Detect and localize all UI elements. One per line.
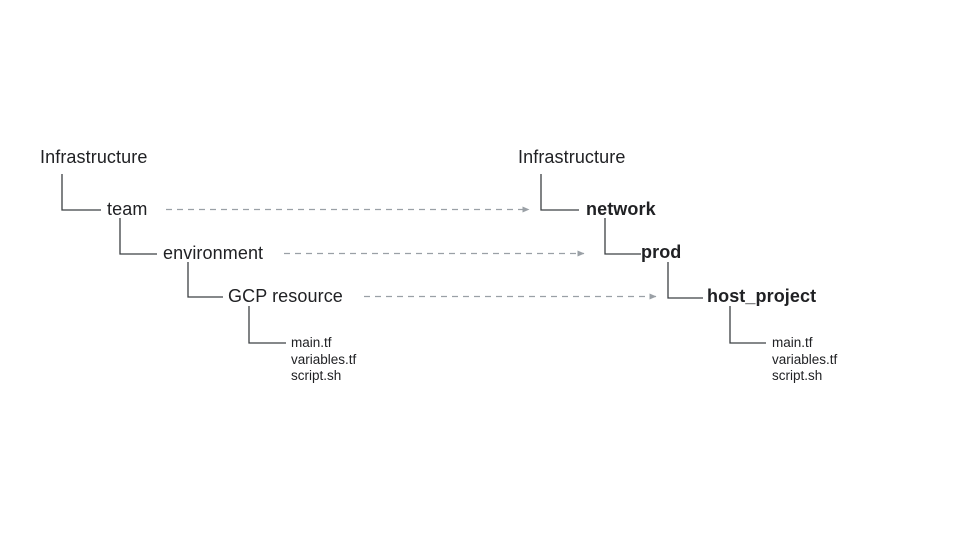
right-elbow-prod-to-host-project [667, 262, 703, 299]
left-node-infrastructure: Infrastructure [40, 147, 148, 167]
left-file-item-script-sh: script.sh [291, 368, 342, 383]
left-elbow-gcp-resource-to-files [248, 306, 286, 344]
right-file-item-main-tf: main.tf [772, 335, 813, 350]
left-node-gcp-resource: GCP resource [228, 286, 343, 306]
left-file-item-variables-tf: variables.tf [291, 351, 357, 367]
right-node-prod: prod [641, 242, 682, 262]
right-file-list: main.tf variables.tf script.sh [772, 335, 837, 385]
right-node-infrastructure: Infrastructure [518, 147, 626, 167]
left-node-team: team [107, 199, 148, 219]
left-elbow-team-to-environment [119, 218, 157, 255]
right-elbow-network-to-prod [604, 218, 641, 255]
right-file-item-script-sh: script.sh [772, 368, 823, 383]
left-node-environment: environment [163, 243, 264, 263]
right-node-host-project: host_project [707, 286, 817, 306]
left-elbow-infrastructure-to-team [61, 174, 101, 211]
right-elbow-infrastructure-to-network [540, 174, 579, 211]
left-file-list: main.tf variables.tf script.sh [291, 335, 356, 385]
right-file-item-variables-tf: variables.tf [772, 351, 838, 367]
right-node-network: network [586, 199, 656, 219]
right-elbow-host-project-to-files [729, 306, 766, 344]
left-elbow-environment-to-gcp-resource [187, 262, 223, 298]
left-file-item-main-tf: main.tf [291, 335, 332, 350]
